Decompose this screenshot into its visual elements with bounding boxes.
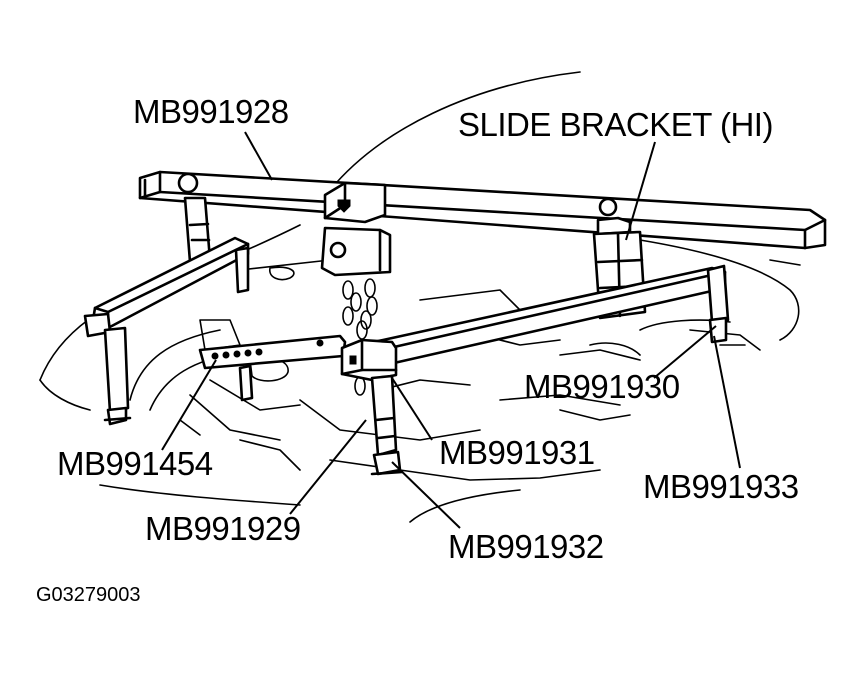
left-upper-arm <box>83 236 250 338</box>
long-diagonal-beam <box>356 264 730 370</box>
small-stud <box>238 364 254 402</box>
left-hanger <box>177 172 212 264</box>
label-mb991929: MB991929 <box>145 510 301 547</box>
label-slide-bracket-hi: SLIDE BRACKET (HI) <box>458 106 773 143</box>
label-mb991933: MB991933 <box>643 468 799 505</box>
center-leg <box>370 374 404 476</box>
center-hook-block <box>320 181 392 277</box>
label-mb991928: MB991928 <box>133 93 289 130</box>
center-joint-block <box>340 338 398 382</box>
label-mb991932: MB991932 <box>448 528 604 565</box>
label-mb991931: MB991931 <box>439 434 595 471</box>
leader-lines <box>161 131 741 529</box>
label-mb991454: MB991454 <box>57 445 213 482</box>
figure-id: G03279003 <box>36 584 141 606</box>
left-leg <box>103 326 132 426</box>
label-mb991930: MB991930 <box>524 368 680 405</box>
main-crossbar <box>138 170 827 250</box>
adjust-arm-mb991454 <box>198 334 347 370</box>
